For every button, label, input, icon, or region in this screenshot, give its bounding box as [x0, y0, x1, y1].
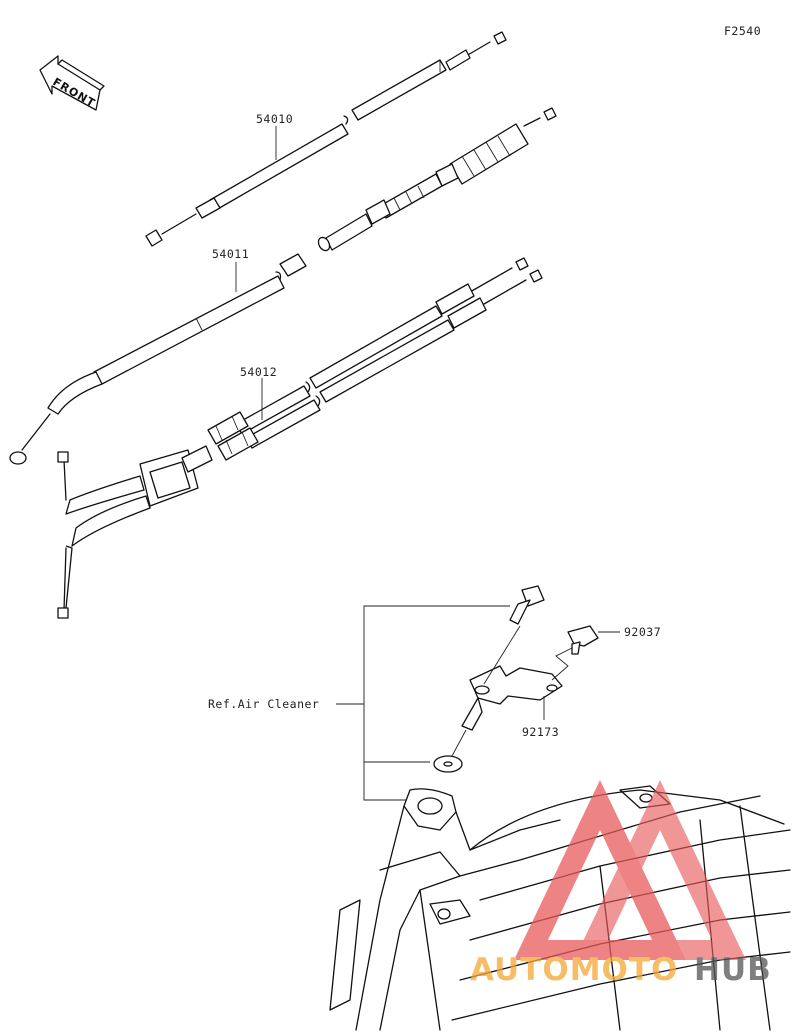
part-label-92173: 92173	[522, 725, 559, 739]
part-label-54010: 54010	[256, 112, 293, 126]
part-label-54011: 54011	[212, 247, 249, 261]
bracket-assembly: 92037 92173	[433, 585, 661, 773]
watermark-text-automoto: AUTOMOTO	[470, 952, 678, 988]
part-label-54012: 54012	[240, 365, 277, 379]
watermark-triangle-icon	[514, 780, 686, 960]
figure-code: F2540	[724, 24, 761, 38]
watermark-logo: AUTOMOTO HUB	[470, 780, 772, 988]
clutch-style-cable	[317, 107, 557, 252]
throttle-cable-54010: 54010	[145, 31, 507, 247]
front-arrow-icon: FRONT	[39, 55, 105, 111]
part-label-92037: 92037	[624, 625, 661, 639]
ref-label: Ref.Air Cleaner	[208, 697, 319, 711]
throttle-cable-54012: 54012	[57, 257, 543, 619]
throttle-cable-54011: 54011	[9, 247, 307, 465]
ref-bracket-lines	[336, 605, 510, 801]
watermark-text-hub: HUB	[694, 952, 772, 988]
